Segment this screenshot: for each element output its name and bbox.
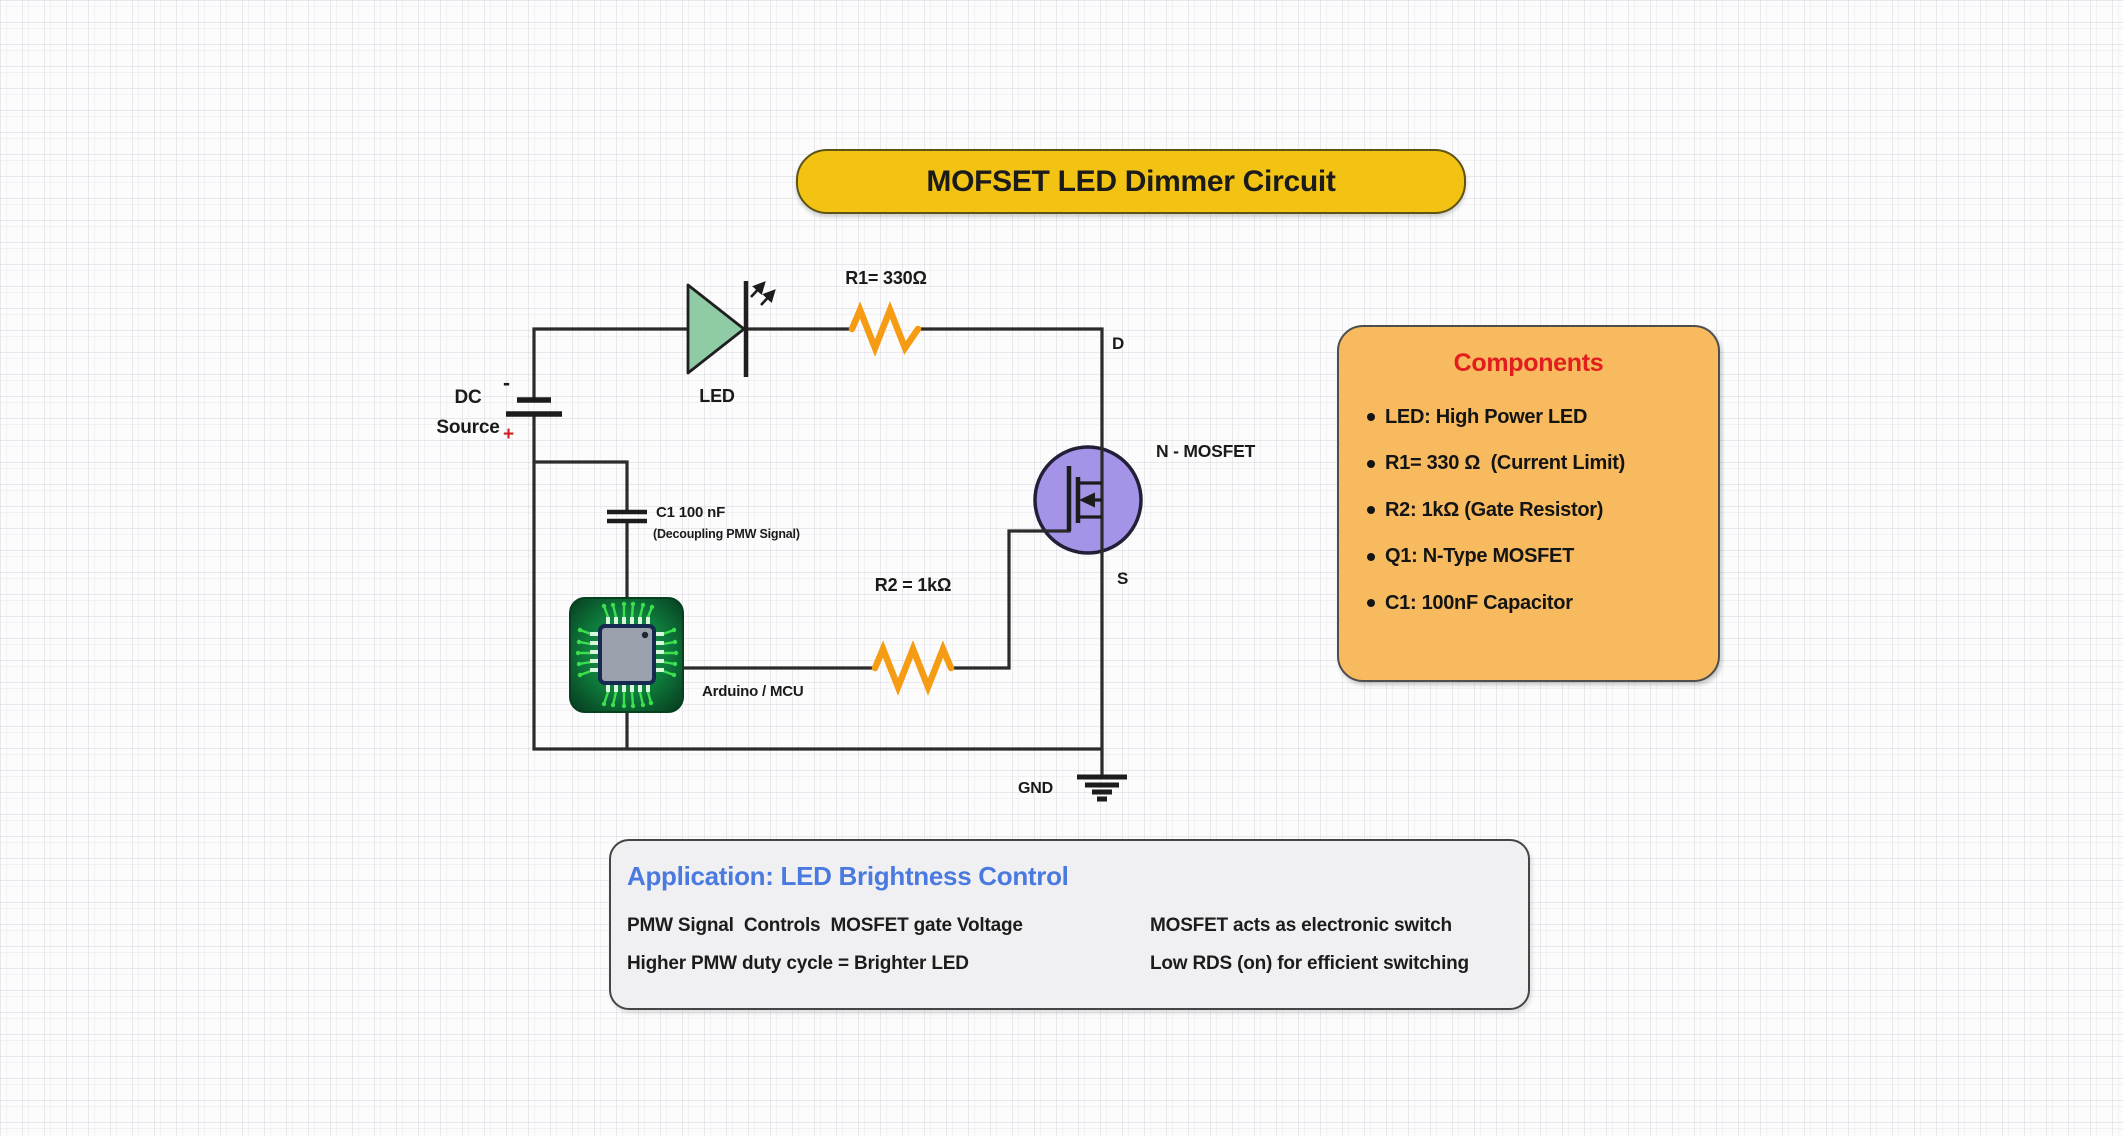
battery-minus-label: - <box>503 372 510 395</box>
title-banner: MOFSET LED Dimmer Circuit <box>796 149 1466 214</box>
dc-source-label-line1: DC <box>454 387 482 408</box>
components-list-item: LED: High Power LED <box>1367 394 1708 441</box>
components-list-item: Q1: N-Type MOSFET <box>1367 534 1708 581</box>
wires <box>532 327 1104 777</box>
application-note: PMW Signal Controls MOSFET gate Voltage <box>627 915 1023 936</box>
title-banner-text: MOFSET LED Dimmer Circuit <box>926 164 1336 198</box>
led-symbol <box>686 281 776 377</box>
application-panel-title: Application: LED Brightness Control <box>627 861 1069 891</box>
battery-symbol <box>506 397 562 417</box>
mcu-chip <box>569 597 684 713</box>
components-list-item: R2: 1kΩ (Gate Resistor) <box>1367 487 1708 534</box>
led-label: LED <box>699 386 735 406</box>
mosfet-label: N - MOSFET <box>1156 441 1256 461</box>
capacitor-note-label: (Decoupling PMW Signal) <box>653 527 800 541</box>
ground-symbol <box>1077 774 1127 802</box>
mcu-label: Arduino / MCU <box>702 683 804 700</box>
mosfet-internal-symbol <box>1066 466 1102 531</box>
components-panel-title: Components <box>1453 349 1604 377</box>
led-light-arrows-icon <box>750 281 776 306</box>
application-note: Higher PMW duty cycle = Brighter LED <box>627 953 969 974</box>
components-panel: Components LED: High Power LED R1= 330 Ω… <box>1337 325 1720 682</box>
application-notes: PMW Signal Controls MOSFET gate Voltage … <box>627 907 1528 983</box>
r2-label: R2 = 1kΩ <box>874 575 952 595</box>
battery-plus-label: + <box>503 424 514 445</box>
capacitor-label: C1 100 nF <box>656 504 726 521</box>
r1-resistor-symbol <box>848 301 922 357</box>
application-note: Low RDS (on) for efficient switching <box>1150 953 1469 974</box>
r2-resistor-symbol <box>871 640 955 696</box>
ground-label: GND <box>1018 780 1053 797</box>
mosfet-source-label: S <box>1117 569 1129 588</box>
application-note: MOSFET acts as electronic switch <box>1150 915 1452 936</box>
components-list-item: C1: 100nF Capacitor <box>1367 580 1708 627</box>
dc-source-label-line2: Source <box>436 417 500 438</box>
components-list-item: R1= 330 Ω (Current Limit) <box>1367 441 1708 488</box>
application-panel: Application: LED Brightness Control PMW … <box>609 839 1530 1010</box>
capacitor-symbol <box>607 509 647 524</box>
r1-label: R1= 330Ω <box>845 268 927 288</box>
components-list: LED: High Power LED R1= 330 Ω (Current L… <box>1339 394 1718 627</box>
mosfet-drain-label: D <box>1112 334 1125 353</box>
dc-source-label: DC Source <box>420 383 516 443</box>
